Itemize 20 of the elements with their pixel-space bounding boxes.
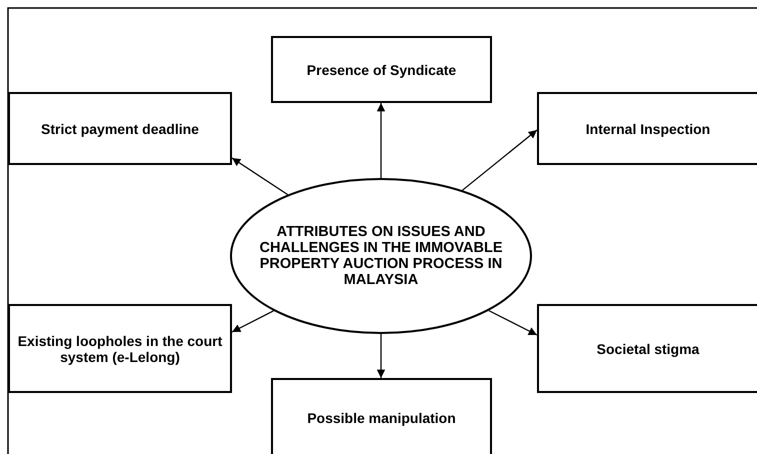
arrow bbox=[232, 158, 288, 196]
attribute-box bbox=[8, 92, 232, 165]
box-text: Presence of Syndicate bbox=[306, 62, 458, 78]
arrow bbox=[488, 310, 538, 336]
central-ellipse bbox=[230, 178, 532, 334]
box-text: Internal Inspection bbox=[584, 120, 712, 136]
arrow bbox=[376, 334, 386, 378]
attribute-box bbox=[537, 92, 757, 165]
attribute-box bbox=[537, 304, 757, 393]
attribute-box bbox=[271, 378, 492, 454]
attribute-box bbox=[271, 36, 492, 103]
arrow bbox=[376, 103, 386, 178]
box-text: Strict payment deadline bbox=[40, 120, 200, 136]
box-text: Existing loopholes in the court system (e-Lelong) bbox=[16, 332, 224, 364]
arrow bbox=[232, 310, 274, 333]
arrow bbox=[462, 130, 538, 191]
attribute-box bbox=[8, 304, 232, 393]
box-text: Possible manipulation bbox=[306, 410, 457, 426]
box-text: Societal stigma bbox=[596, 340, 700, 356]
ellipse-text: ATTRIBUTES ON ISSUES AND CHALLENGES IN THE IMMOVABLE PROPERTY AUCTION PROCESS IN MALAYSIA bbox=[258, 224, 504, 288]
